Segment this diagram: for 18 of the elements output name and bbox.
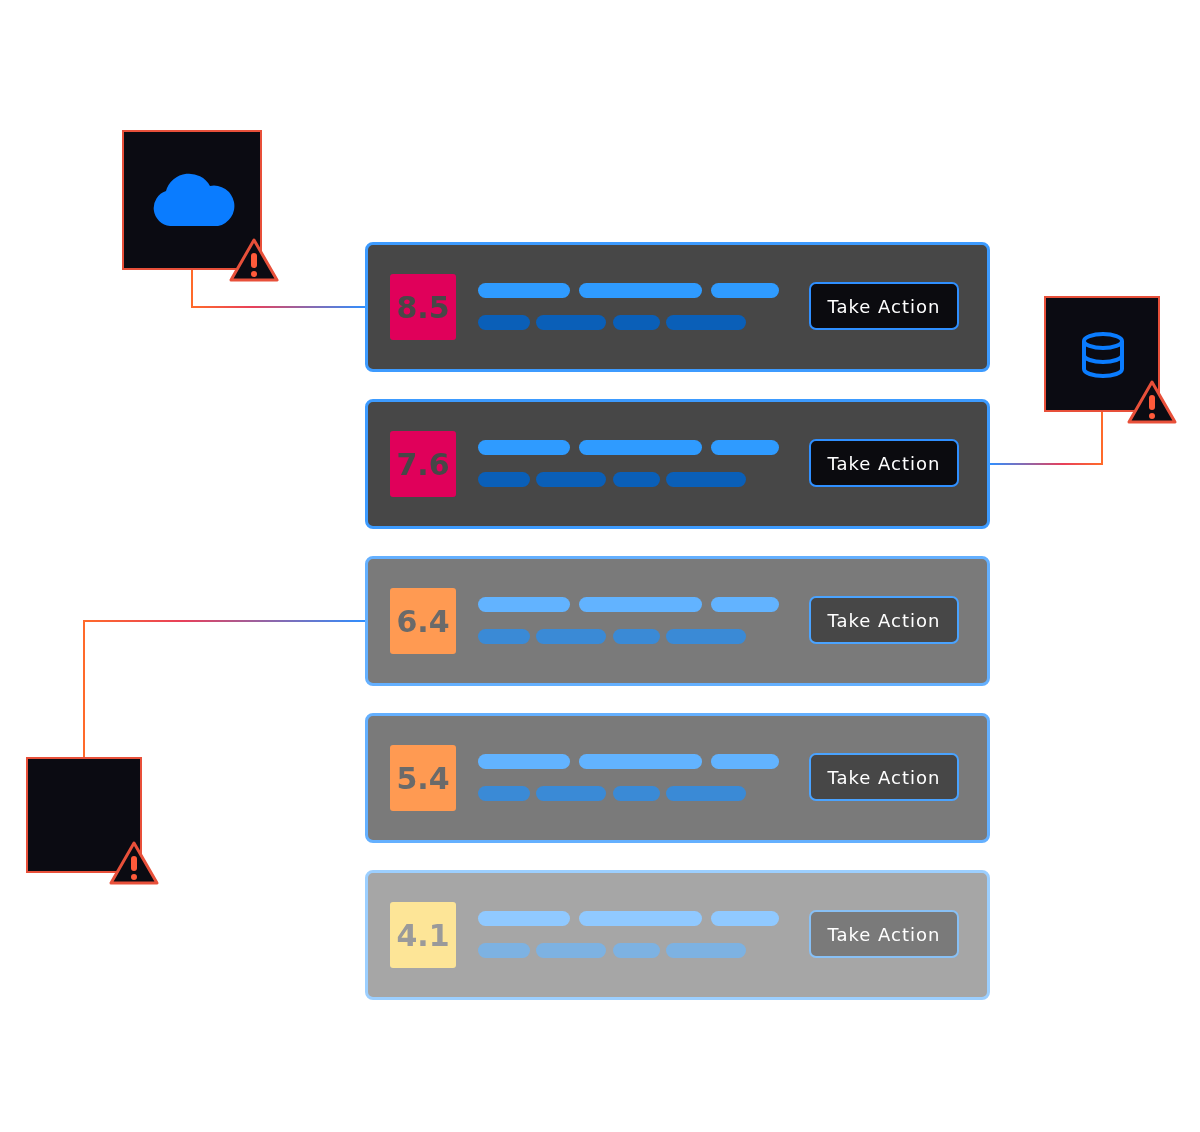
alert-row-panel	[365, 556, 990, 686]
take-action-button: Take Action	[809, 753, 959, 801]
alert-row-panel	[365, 242, 990, 372]
score-badge: 4.1	[390, 902, 456, 968]
take-action-button: Take Action	[809, 596, 959, 644]
take-action-button: Take Action	[809, 282, 959, 330]
connector-line	[989, 411, 1103, 465]
score-badge: 6.4	[390, 588, 456, 654]
alert-row-panel	[365, 399, 990, 529]
score-badge: 5.4	[390, 745, 456, 811]
alert-row-panel	[365, 870, 990, 1000]
alert-row-panel	[365, 713, 990, 843]
connector-line	[83, 620, 366, 758]
score-badge: 7.6	[390, 431, 456, 497]
take-action-button: Take Action	[809, 910, 959, 958]
take-action-button: Take Action	[809, 439, 959, 487]
score-badge: 8.5	[390, 274, 456, 340]
connector-line	[191, 269, 366, 308]
